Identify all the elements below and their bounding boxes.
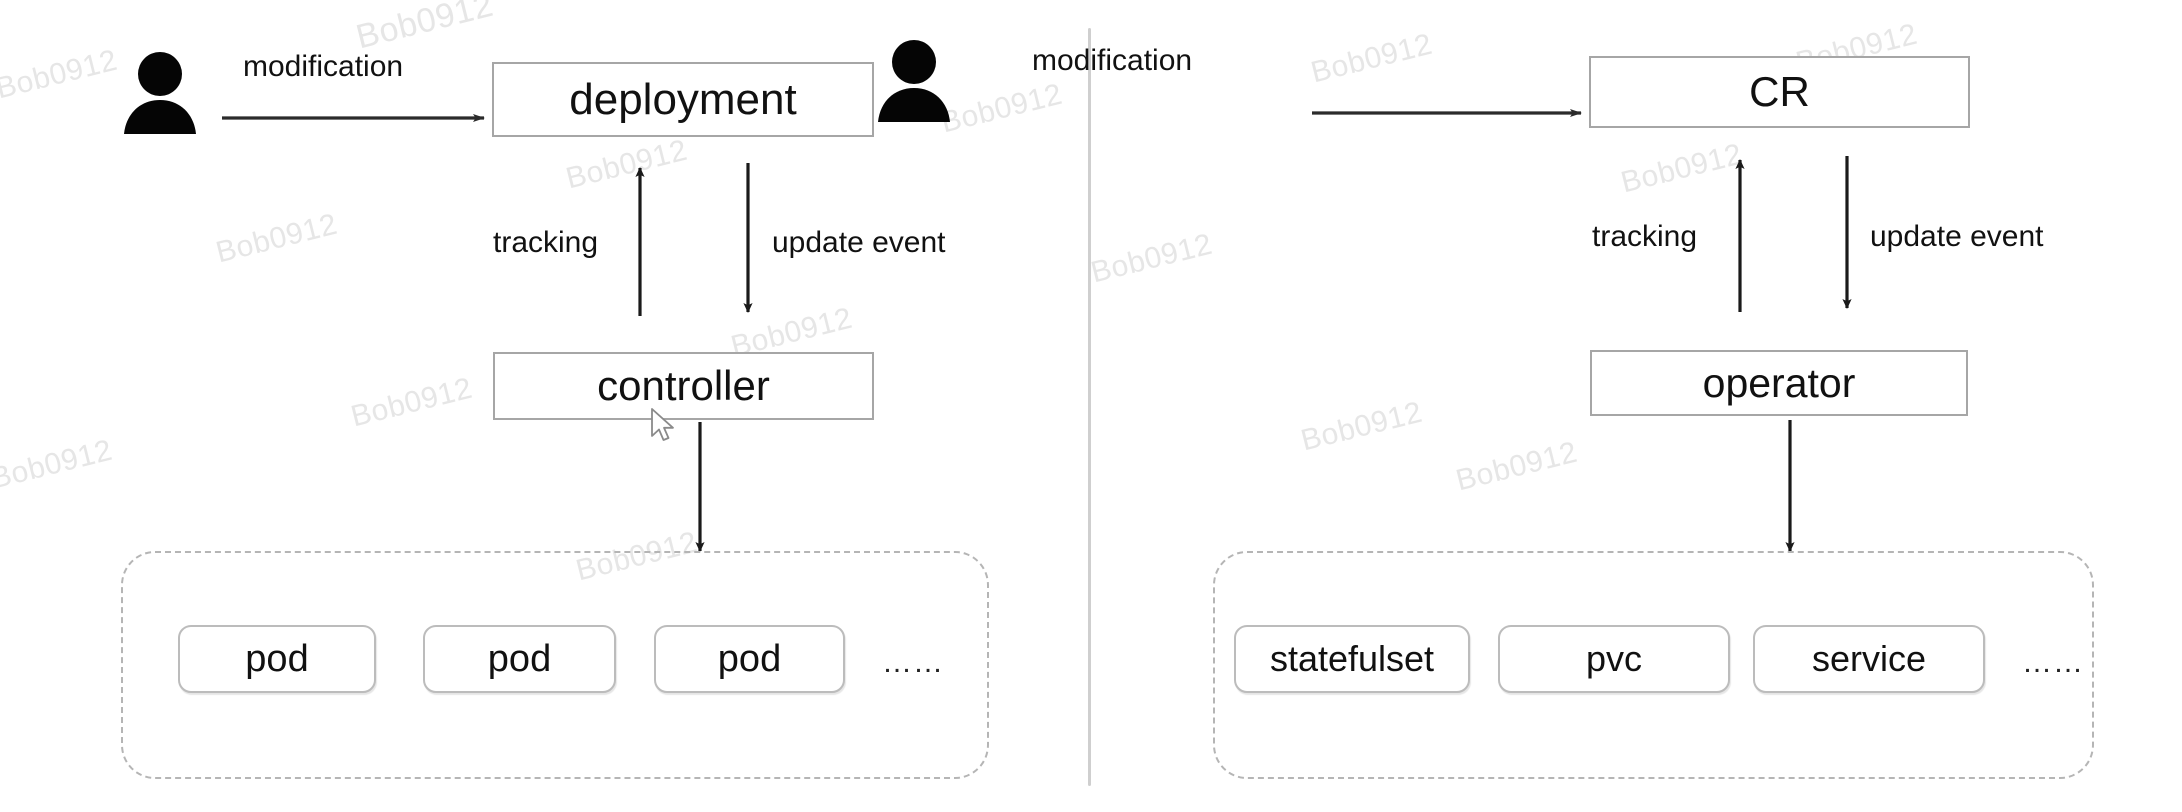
group-operator-resources xyxy=(1213,551,2094,779)
edge-label-modification: modification xyxy=(243,50,404,83)
user-actor-icon xyxy=(878,40,950,122)
chip-pvc[interactable]: pvc xyxy=(1498,625,1730,693)
chip-pod[interactable]: pod xyxy=(654,625,845,693)
node-cr[interactable]: CR xyxy=(1589,56,1970,128)
node-controller[interactable]: controller xyxy=(493,352,874,420)
chip-pod-label: pod xyxy=(245,638,309,680)
edge-label-tracking: tracking xyxy=(493,226,599,259)
chip-pod[interactable]: pod xyxy=(178,625,376,693)
edge-label-update-event: update event xyxy=(772,226,946,259)
vertical-divider xyxy=(1088,28,1091,786)
watermark: Bob0912 xyxy=(352,0,498,57)
watermark: Bob0912 xyxy=(0,43,121,106)
node-cr-label: CR xyxy=(1749,68,1810,115)
watermark: Bob0912 xyxy=(937,77,1066,140)
chip-pod-label: pod xyxy=(487,638,552,680)
chip-pod-label: pod xyxy=(717,638,782,680)
watermark: Bob0912 xyxy=(1307,27,1436,90)
node-operator-label: operator xyxy=(1702,359,1856,406)
edge-label-update-event: update event xyxy=(1870,220,2044,253)
watermark: Bob0912 xyxy=(562,133,691,196)
group-pod-resources xyxy=(121,551,989,779)
ellipsis-pods: …… xyxy=(882,646,944,679)
mouse-cursor xyxy=(651,408,674,441)
edge-label-tracking: tracking xyxy=(1592,220,1698,253)
node-operator[interactable]: operator xyxy=(1590,350,1968,416)
watermark: Bob0912 xyxy=(1452,435,1581,498)
watermark: Bob0912 xyxy=(1087,227,1216,290)
chip-statefulset[interactable]: statefulset xyxy=(1234,625,1470,693)
chip-service[interactable]: service xyxy=(1753,625,1985,693)
watermark: Bob0912 xyxy=(0,433,116,496)
node-deployment-label: deployment xyxy=(569,74,797,124)
edge-label-modification: modification xyxy=(1032,44,1193,77)
watermark: Bob0912 xyxy=(212,207,341,270)
chip-pod[interactable]: pod xyxy=(423,625,616,693)
chip-pvc-label: pvc xyxy=(1585,638,1643,679)
chip-service-label: service xyxy=(1811,638,1927,679)
ellipsis-resources: …… xyxy=(2022,646,2084,679)
watermark: Bob0912 xyxy=(347,371,476,434)
watermark: Bob0912 xyxy=(1297,395,1426,458)
watermark: Bob0912 xyxy=(1617,137,1746,200)
chip-statefulset-label: statefulset xyxy=(1269,638,1435,679)
node-deployment[interactable]: deployment xyxy=(492,62,874,137)
node-controller-label: controller xyxy=(597,362,770,409)
user-actor-icon xyxy=(124,52,196,134)
